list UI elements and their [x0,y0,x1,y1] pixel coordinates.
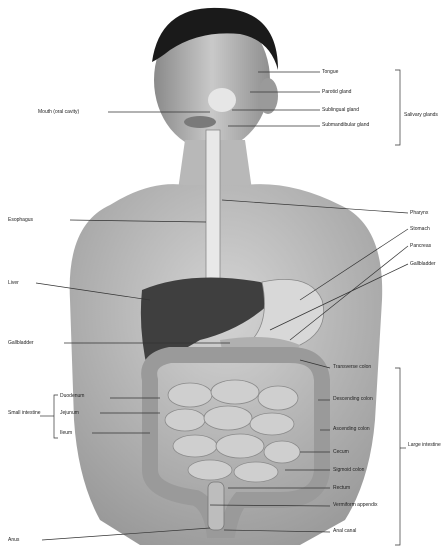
label-sigmoid-colon: Sigmoid colon [333,467,364,473]
label-stomach: Stomach [410,226,430,232]
label-cecum: Cecum [333,449,349,455]
label-pharynx: Pharynx [410,210,428,216]
label-parotid-gland: Parotid gland [322,89,351,95]
label-sublingual-gland: Sublingual gland [322,107,359,113]
label-jejunum: Jejunum [60,410,79,416]
head [152,8,278,150]
label-anus: Anus [8,537,19,543]
label-rectum: Rectum [333,485,350,491]
label-transverse-colon: Transverse colon [333,364,388,370]
label-mouth: Mouth (oral cavity) [38,109,79,115]
label-ascending-colon: Ascending colon [333,426,388,432]
label-salivary-glands: Salivary glands [404,112,444,118]
label-vermiform-appendix: Vermiform appendix [333,502,388,508]
label-liver: Liver [8,280,19,286]
label-gallbladder-left: Gallbladder [8,340,34,346]
label-submandibular-gland: Submandibular gland [322,122,392,128]
label-large-intestine: Large intestine [408,442,446,448]
label-gallbladder-right: Gallbladder [410,261,436,267]
label-small-intestine: Small intestine [8,410,42,416]
label-anal-canal: Anal canal [333,528,373,534]
label-descending-colon: Descending colon [333,396,388,402]
label-pancreas: Pancreas [410,243,431,249]
esophagus-tube [206,130,220,280]
rectum [208,482,224,530]
label-duodenum: Duodenum [60,393,84,399]
label-tongue: Tongue [322,69,338,75]
label-esophagus: Esophagus [8,217,33,223]
label-ileum: Ileum [60,430,72,436]
